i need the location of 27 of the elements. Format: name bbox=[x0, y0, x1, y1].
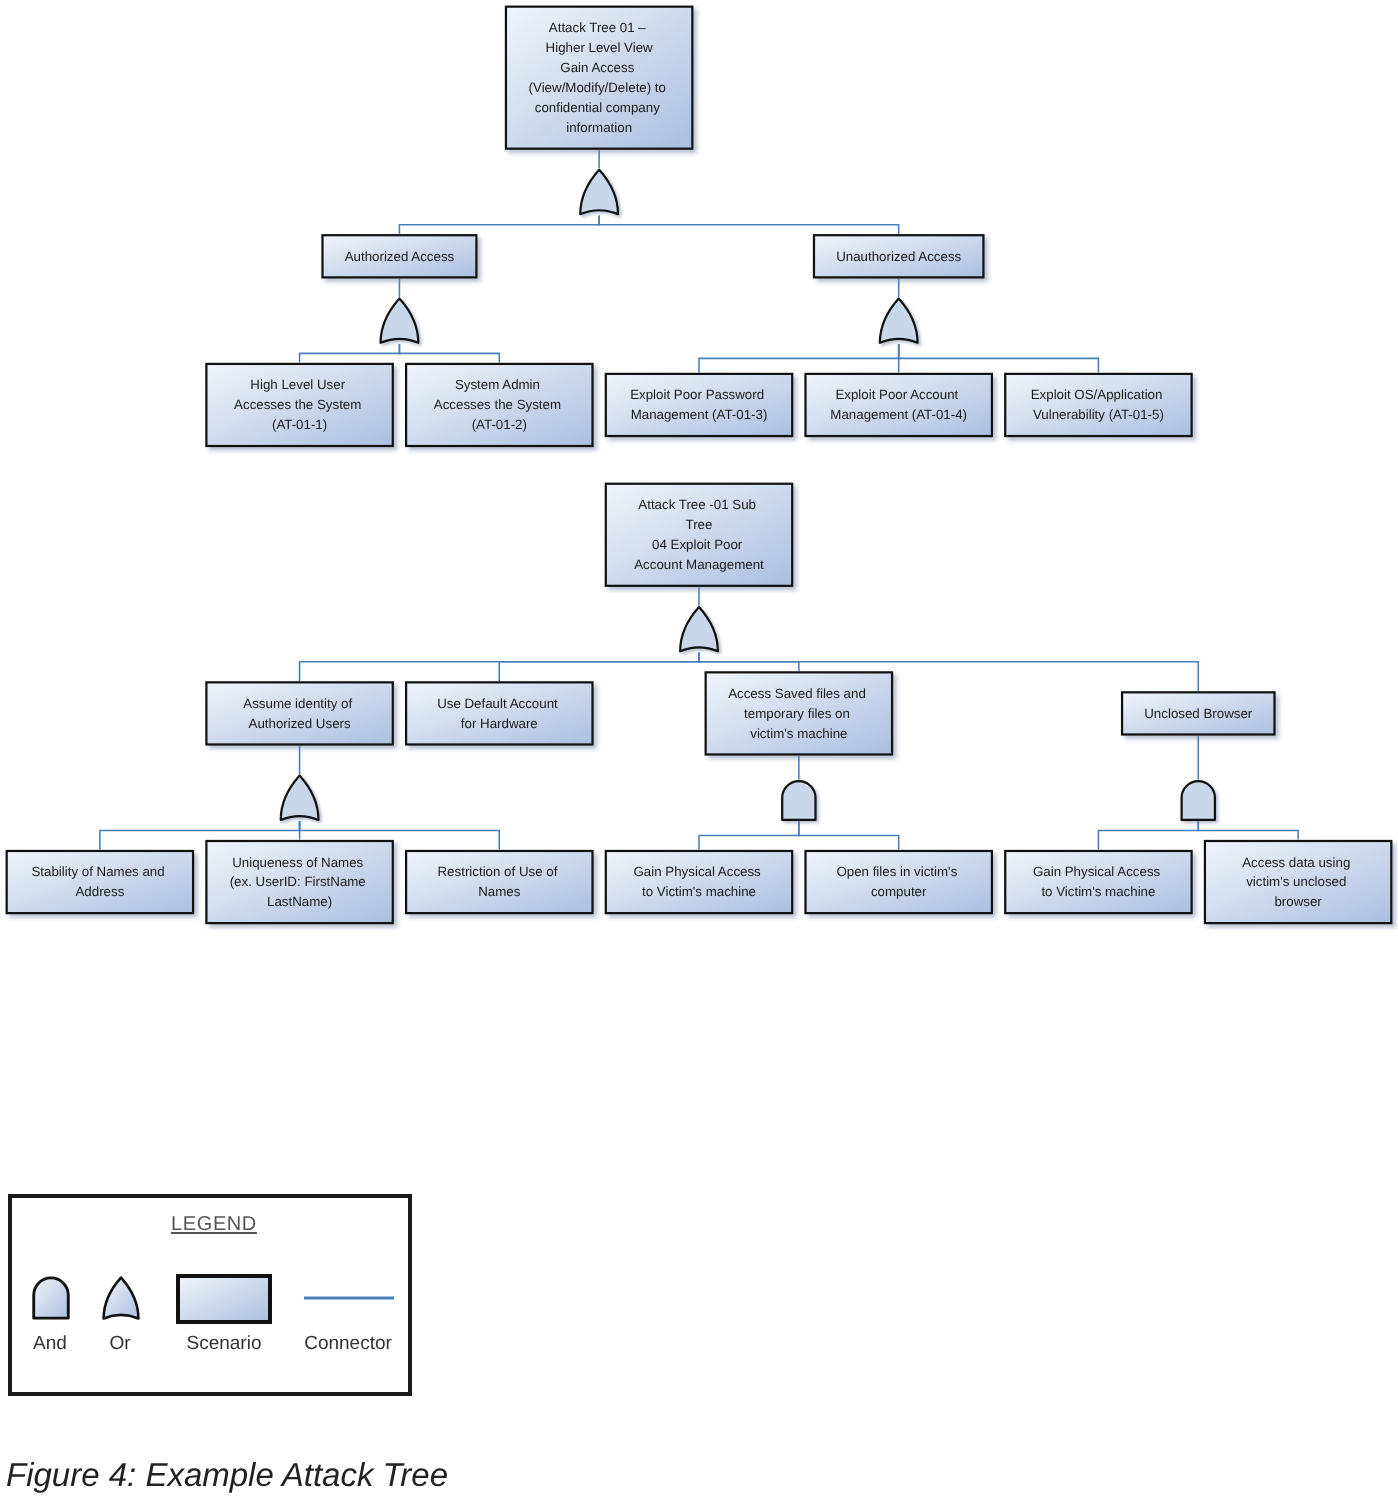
connector-line bbox=[897, 343, 1100, 374]
connector-line bbox=[1197, 735, 1200, 781]
connector-line bbox=[798, 820, 900, 851]
connector-line bbox=[698, 651, 1200, 692]
connector-line bbox=[398, 343, 501, 364]
connector-line bbox=[298, 820, 501, 851]
connector-line bbox=[298, 745, 301, 775]
connector-line bbox=[598, 149, 600, 170]
legend-label: Scenario bbox=[186, 1333, 262, 1355]
connector-line bbox=[798, 755, 800, 781]
connector-line bbox=[398, 278, 401, 298]
legend-label: And bbox=[33, 1333, 67, 1355]
or-gate-icon bbox=[579, 168, 620, 216]
or-gate-icon bbox=[679, 605, 719, 653]
or-gate-icon bbox=[379, 297, 420, 344]
or-gate-icon bbox=[279, 774, 320, 821]
and-gate-icon bbox=[781, 780, 817, 821]
figure-caption: Figure 4: Example Attack Tree bbox=[6, 1458, 449, 1496]
legend-label: Or bbox=[109, 1333, 131, 1355]
and-gate-icon bbox=[1180, 780, 1216, 821]
legend-title: LEGEND bbox=[171, 1214, 257, 1236]
connector-line bbox=[1197, 820, 1299, 841]
connector-line bbox=[598, 214, 900, 235]
legend-label: Connector bbox=[304, 1333, 392, 1355]
connector-line bbox=[698, 586, 700, 607]
or-gate-icon bbox=[878, 297, 919, 344]
connector-line bbox=[897, 278, 900, 298]
